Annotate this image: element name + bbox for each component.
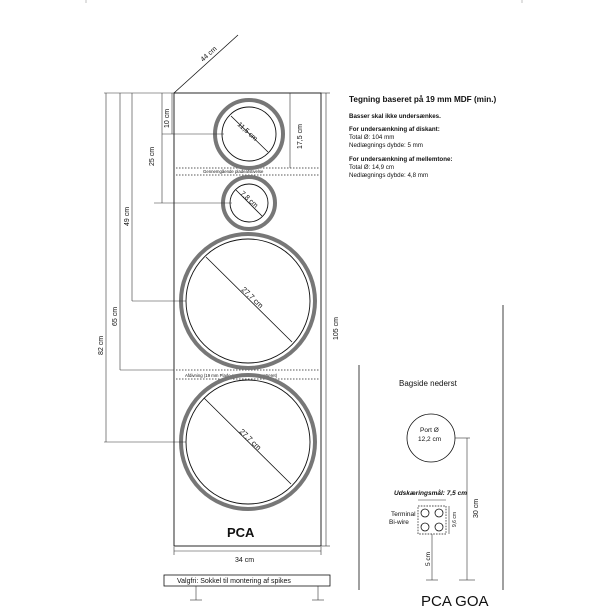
terminal-post [420, 522, 430, 532]
no-recess-note: Basser skal ikke undersænkes. [349, 112, 441, 120]
dome-recess-title: For undersænkning af diskant: [349, 126, 440, 134]
woofer-top-diameter: 27,7 cm [240, 285, 265, 310]
biwire-label: Bi-wire [389, 519, 409, 526]
mid-recess-diameter: Total Ø: 14,9 cm [349, 164, 395, 172]
dome-recess-block: For undersænkning af diskant: Total Ø: 1… [349, 126, 529, 150]
mid-recess-block: For undersænkning af mellemtone: Total Ø… [349, 156, 529, 180]
terminal-label: Terminal [391, 511, 416, 518]
brand-logo: PCA [227, 525, 255, 540]
cutout-height: 9,6 cm [452, 512, 458, 527]
midrange-diameter: 7,8 cm [239, 190, 259, 209]
plinth-note: Valgfri: Sokkel til montering af spikes [177, 578, 291, 585]
port-size: 12,2 cm [418, 436, 441, 443]
woofer-top-cutout [185, 238, 311, 364]
dim-34cm: 34 cm [235, 557, 254, 564]
terminal-post [434, 522, 444, 532]
cutout-label: Udskæringsmål: 7,5 cm [394, 489, 467, 497]
back-view-title: Bagside nederst [399, 379, 458, 388]
plinth-note-box [163, 574, 331, 587]
terminal-post [420, 508, 430, 518]
dim-17-5cm: 17,5 cm [297, 124, 304, 149]
dim-30cm: 30 cm [473, 499, 480, 518]
woofer-bottom-diameter: 27,7 cm [238, 427, 263, 452]
dome-recess-depth: Nedlægnings dybde: 5 mm [349, 142, 423, 150]
woofer-top-ring [179, 232, 317, 370]
mid-recess-title: For undersænkning af mellemtone: [349, 156, 453, 164]
dome-recess-diameter: Total Ø: 104 mm [349, 134, 395, 142]
mid-recess-depth: Nedlægnings dybde: 4,8 mm [349, 172, 429, 180]
tweeter-diameter: 11,5 cm [236, 121, 259, 143]
notes-heading: Tegning baseret på 19 mm MDF (min.) [349, 95, 497, 104]
terminal-post [434, 508, 444, 518]
build-notes: Tegning baseret på 19 mm MDF (min.) Bass… [349, 95, 529, 186]
front-panel [173, 92, 322, 547]
port-label: Port Ø [420, 427, 439, 434]
dim-65cm: 65 cm [112, 307, 119, 326]
through-plate-label: Gennemgående pladeafstivelse [203, 169, 264, 174]
dim-49cm: 49 cm [124, 207, 131, 226]
dim-10cm: 10 cm [164, 109, 171, 128]
dim-25cm: 25 cm [149, 147, 156, 166]
dim-82cm: 82 cm [98, 336, 105, 355]
dim-5cm: 5 cm [425, 552, 432, 566]
dim-105cm: 105 cm [333, 317, 340, 340]
drawing-title: PCA GOA [421, 593, 489, 610]
depth-line [173, 34, 239, 94]
